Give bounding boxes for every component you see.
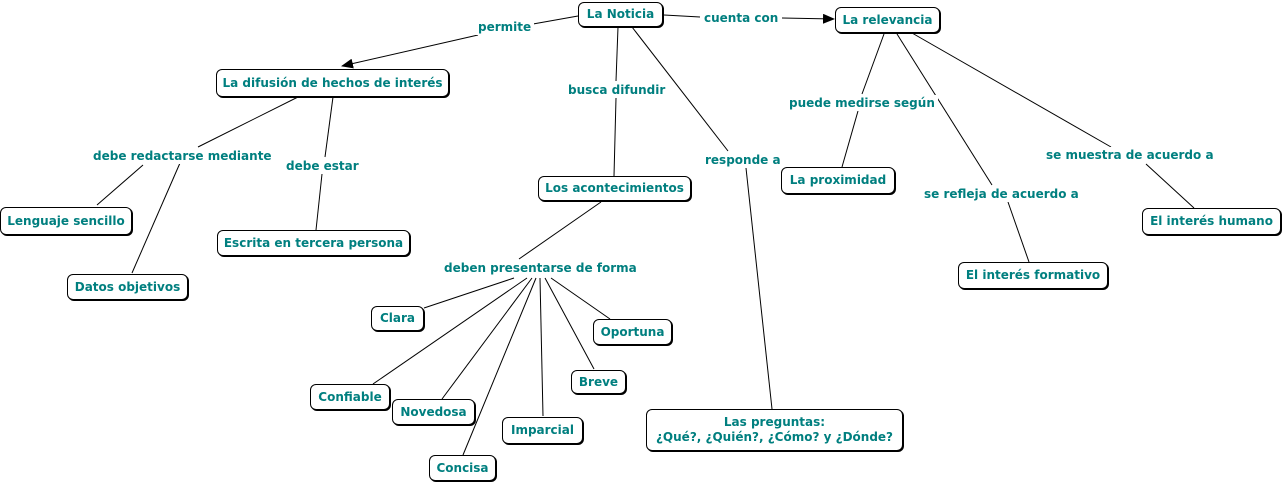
link-line — [539, 277, 544, 417]
node-escrita-tercera-persona[interactable]: Escrita en tercera persona — [217, 230, 410, 256]
link-line — [631, 26, 729, 152]
node-clara[interactable]: Clara — [371, 306, 424, 331]
link-arrow-line — [341, 34, 479, 69]
link-line — [315, 173, 323, 231]
node-las-preguntas[interactable]: Las preguntas: ¿Qué?, ¿Quién?, ¿Cómo? y … — [646, 409, 903, 451]
link-label-puede-medirse: puede medirse según — [786, 95, 938, 111]
link-line — [896, 33, 993, 186]
link-arrow-line — [781, 13, 835, 24]
link-line — [462, 277, 537, 456]
node-concisa[interactable]: Concisa — [429, 455, 496, 481]
link-label-busca-difundir: busca difundir — [565, 82, 669, 98]
link-label-deben-presentarse: deben presentarse de forma — [441, 260, 640, 276]
link-line — [324, 96, 334, 158]
link-line — [131, 162, 181, 274]
link-label-debe-redactarse: debe redactarse mediante — [90, 148, 275, 164]
link-line — [197, 96, 299, 148]
node-el-interes-humano[interactable]: El interés humano — [1142, 208, 1281, 235]
node-los-acontecimientos[interactable]: Los acontecimientos — [538, 176, 691, 201]
link-line — [1145, 163, 1195, 209]
node-novedosa[interactable]: Novedosa — [392, 399, 475, 425]
link-line — [615, 26, 619, 82]
node-datos-objetivos[interactable]: Datos objetivos — [67, 274, 188, 300]
link-label-se-refleja: se refleja de acuerdo a — [921, 186, 1082, 202]
node-oportuna[interactable]: Oportuna — [593, 319, 672, 345]
node-breve[interactable]: Breve — [571, 370, 626, 394]
node-la-noticia[interactable]: La Noticia — [578, 2, 663, 27]
link-line — [911, 32, 1112, 148]
node-las-preguntas-line1: Las preguntas: — [723, 415, 826, 429]
link-line — [372, 277, 528, 385]
link-line — [518, 201, 602, 260]
node-lenguaje-sencillo[interactable]: Lenguaje sencillo — [0, 207, 132, 235]
link-line — [861, 33, 885, 95]
node-el-interes-formativo[interactable]: El interés formativo — [958, 262, 1108, 289]
link-line — [96, 164, 144, 206]
link-line — [841, 110, 859, 168]
link-line — [745, 167, 773, 410]
link-label-responde-a: responde a — [702, 152, 784, 168]
node-las-preguntas-line2: ¿Qué?, ¿Quién?, ¿Cómo? y ¿Dónde? — [655, 430, 894, 444]
link-line — [663, 14, 701, 18]
link-label-permite: permite — [475, 19, 535, 35]
link-line — [423, 277, 515, 309]
link-label-se-muestra: se muestra de acuerdo a — [1043, 147, 1217, 163]
node-la-difusion[interactable]: La difusión de hechos de interés — [216, 69, 449, 97]
link-line — [532, 15, 579, 25]
node-imparcial[interactable]: Imparcial — [502, 417, 583, 444]
link-line — [613, 97, 617, 177]
node-confiable[interactable]: Confiable — [310, 384, 390, 410]
link-line — [1007, 201, 1030, 263]
node-la-relevancia[interactable]: La relevancia — [835, 7, 940, 33]
link-label-debe-estar: debe estar — [283, 158, 362, 174]
link-label-cuenta-con: cuenta con — [701, 10, 782, 26]
node-la-proximidad[interactable]: La proximidad — [781, 167, 895, 194]
link-line — [544, 277, 595, 370]
link-line — [550, 277, 611, 320]
link-line — [441, 277, 533, 400]
